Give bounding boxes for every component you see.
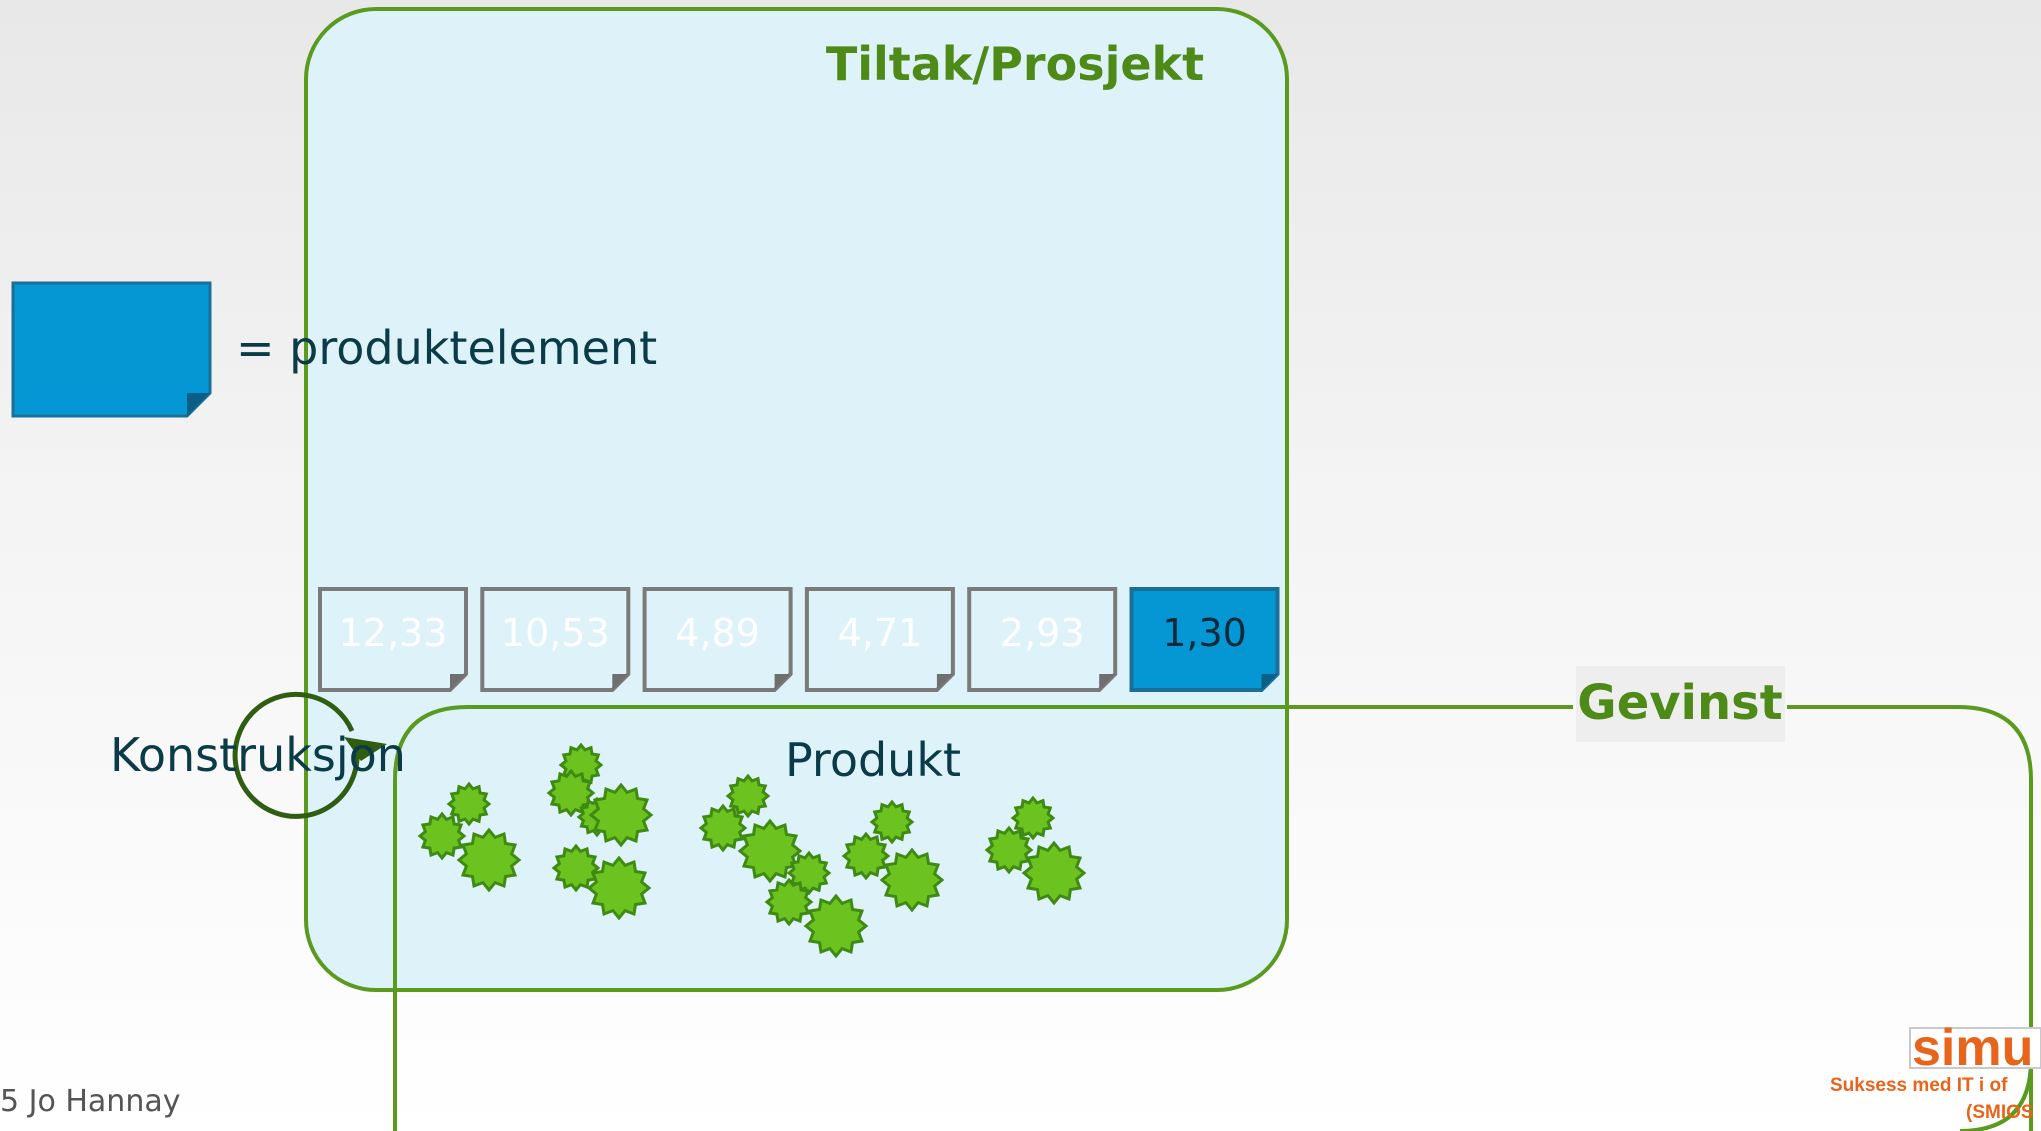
project-label: Tiltak/Prosjekt [826,37,1204,91]
gear-cluster [417,742,1087,959]
card-fold [612,674,629,690]
card-value: 2,93 [1000,611,1085,655]
card-fold [1099,674,1116,690]
product-element-cards: 12,33 10,53 4,89 4,71 2,93 1,30 [318,587,1280,692]
construction-label: Konstruksjon [110,728,406,782]
gear-icon [417,811,467,861]
gear-icon [984,825,1034,875]
logo-name: simu [1912,1019,2033,1077]
benefit-frame [393,705,1573,1131]
gear-icon [803,893,869,959]
gear-icon [588,782,654,848]
gear-icon [456,827,522,893]
card-value: 10,53 [501,611,610,655]
product-label: Produkt [785,733,961,787]
logo-tagline: Suksess med IT i of [1830,1075,2008,1096]
footer-author: 5 Jo Hannay [0,1084,180,1119]
gear-icon [1010,795,1056,841]
legend-swatch-fold [187,393,210,416]
product-element-card: 4,89 [642,587,793,692]
construction-cycle-icon [232,691,387,819]
logo: simu Suksess med IT i of (SMIOS [1830,1019,2041,1123]
logo-tagline-2: (SMIOS [1966,1102,2034,1123]
gear-icon [737,818,803,884]
benefit-label-background [1576,666,1785,742]
card-fold [1261,674,1278,690]
gear-icon [869,799,915,845]
legend-label: = produktelement [236,321,657,375]
card-value: 4,89 [675,611,760,655]
product-element-card: 4,71 [804,587,955,692]
gear-icon [698,803,748,853]
gear-icon [446,781,492,827]
card-value: 4,71 [838,611,923,655]
product-element-card: 12,33 [318,587,468,692]
gear-icon [879,847,945,913]
gear-icon [725,773,771,819]
card-value: 1,30 [1162,611,1247,655]
gear-icon [586,855,652,921]
card-fold [936,674,953,690]
benefit-label: Gevinst [1577,675,1782,731]
gear-icon [551,843,601,893]
gear-icon [841,831,891,881]
logo-box [1909,1027,2041,1069]
benefit-frame-bottom-curve [1959,1059,2033,1131]
product-element-card: 1,30 [1129,587,1280,692]
card-fold [774,674,791,690]
project-box [304,7,1289,992]
card-fold [450,674,466,690]
gear-icon [764,877,814,927]
card-value: 12,33 [339,611,448,655]
product-element-card: 10,53 [480,587,631,692]
benefit-frame-right [1787,705,2033,1131]
product-element-card: 2,93 [967,587,1118,692]
legend: = produktelement [11,281,657,418]
legend-product-element-swatch [11,281,212,418]
gear-icon [1021,840,1087,906]
